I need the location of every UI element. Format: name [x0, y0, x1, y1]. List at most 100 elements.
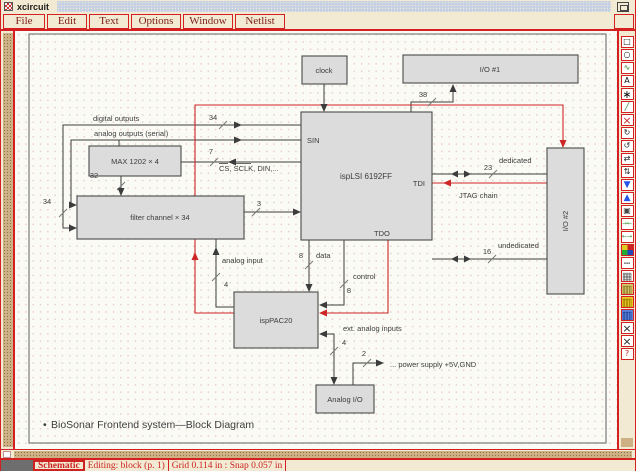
net-control: control	[353, 272, 376, 281]
block-clock[interactable]	[301, 55, 348, 85]
block-filter[interactable]	[76, 195, 245, 240]
block-max1202[interactable]	[88, 145, 182, 177]
x-tool-1-icon[interactable]: ×	[620, 322, 634, 334]
status-bar: Schematic Editing: block (p. 1) Grid 0.1…	[1, 458, 635, 471]
width-power: 2	[362, 349, 366, 358]
grid-snap-status: Grid 0.114 in : Snap 0.057 in	[169, 460, 287, 471]
status-gray-box	[1, 460, 33, 471]
vertical-scrollbar[interactable]	[1, 31, 15, 449]
block-io1[interactable]	[402, 54, 579, 84]
rotate-cw-tool-icon[interactable]: ↻	[620, 127, 634, 139]
library-1-icon[interactable]: ▥	[620, 283, 634, 295]
width-serial-ctl: 7	[209, 147, 213, 156]
join-tool-icon[interactable]: →←	[620, 218, 634, 230]
library-3-icon[interactable]: ▥	[620, 309, 634, 321]
net-dedicated: dedicated	[499, 156, 532, 165]
net-cs-sclk: CS, SCLK, DIN,...	[219, 164, 279, 173]
pop-hierarchy-tool-icon[interactable]: ▲	[620, 192, 634, 204]
spline-tool-icon[interactable]: ∿	[620, 62, 634, 74]
net-power-supply: ... power supply +5V,GND	[390, 360, 477, 369]
menu-netlist[interactable]: Netlist	[235, 13, 285, 29]
block-io2[interactable]	[546, 147, 585, 295]
net-jtag-chain: JTAG chain	[459, 191, 498, 200]
width-ext: 4	[342, 338, 346, 347]
menu-edit[interactable]: Edit	[47, 13, 87, 29]
jtag-wires	[194, 104, 564, 314]
delete-tool-icon[interactable]: ×	[620, 114, 634, 126]
window-title: xcircuit	[17, 1, 50, 12]
pin-tdi: TDI	[413, 179, 425, 188]
net-digital-outputs: digital outputs	[93, 114, 140, 123]
label-isplsi: ispLSI 6192FF	[340, 172, 392, 181]
width-digital: 34	[209, 113, 217, 122]
label-analog-io: Analog I/O	[327, 395, 363, 404]
label-io1: I/O #1	[480, 65, 500, 74]
title-bar: xcircuit	[1, 0, 635, 13]
border-style-tool-icon[interactable]: ┄	[620, 257, 634, 269]
unjoin-tool-icon[interactable]: ←→	[620, 231, 634, 243]
block-isplsi[interactable]	[300, 111, 433, 241]
schematic[interactable]: clock I/O #1 ispLSI 6192FF MAX 1202 × 4 …	[15, 31, 619, 449]
rotate-ccw-tool-icon[interactable]: ↺	[620, 140, 634, 152]
scrollbar-corner-box[interactable]	[3, 450, 11, 458]
arc-tool-icon[interactable]: ○	[620, 49, 634, 61]
width-data: 8	[299, 251, 303, 260]
toolbar: □○∿A∗╱×↻↺⇄⇅▼▲▣→←←→┄▦▥▥▥××?	[617, 31, 635, 449]
colors-tool-icon[interactable]	[620, 244, 634, 256]
arrowheads	[68, 84, 471, 385]
x-tool-2-icon[interactable]: ×	[620, 335, 634, 347]
window-icon[interactable]	[4, 2, 13, 11]
clone-tool-icon[interactable]: ▣	[620, 205, 634, 217]
title-bar-stipple[interactable]	[57, 1, 611, 12]
bus-ticks	[58, 97, 498, 368]
vertical-scrollbar-thumb[interactable]	[3, 33, 13, 447]
push-hierarchy-tool-icon[interactable]: ▼	[620, 179, 634, 191]
block-analog-io[interactable]	[315, 384, 375, 414]
menu-file[interactable]: File	[3, 13, 45, 29]
width-dedicated: 23	[484, 163, 492, 172]
label-io2: I/O #2	[561, 211, 570, 231]
menu-window[interactable]: Window	[183, 13, 233, 29]
menu-text[interactable]: Text	[89, 13, 129, 29]
width-undedicated: 16	[483, 247, 491, 256]
label-isppac: ispPAC20	[260, 316, 293, 325]
pin-tdo: TDO	[374, 229, 390, 238]
menu-bar: File Edit Text Options Window Netlist	[1, 13, 635, 31]
editing-status: Editing: block (p. 1)	[85, 460, 169, 471]
width-digital-left: 34	[43, 197, 51, 206]
pin-sin: SIN	[307, 136, 320, 145]
edit-tool-icon[interactable]: ╱	[620, 101, 634, 113]
net-ext-analog: ext. analog inputs	[343, 324, 402, 333]
page-frame	[28, 33, 607, 444]
width-filter-out: 3	[257, 199, 261, 208]
flip-horizontal-tool-icon[interactable]: ⇄	[620, 153, 634, 165]
menu-corner-box	[614, 13, 634, 29]
move-tool-icon[interactable]: ∗	[620, 88, 634, 100]
drawing-canvas[interactable]: clock I/O #1 ispLSI 6192FF MAX 1202 × 4 …	[14, 31, 619, 449]
flip-vertical-tool-icon[interactable]: ⇅	[620, 166, 634, 178]
label-filter: filter channel × 34	[130, 213, 189, 222]
net-undedicated: undedicated	[498, 241, 539, 250]
jtag-arrowheads	[191, 140, 567, 317]
net-data: data	[316, 251, 331, 260]
label-max1202: MAX 1202 × 4	[111, 157, 159, 166]
library-2-icon[interactable]: ▥	[620, 296, 634, 308]
horizontal-scrollbar[interactable]	[1, 449, 635, 458]
width-adc: 32	[90, 171, 98, 180]
toolbar-resize-corner[interactable]	[621, 438, 634, 447]
diagram-title: BioSonar Frontend system—Block Diagram	[51, 419, 254, 431]
menu-options[interactable]: Options	[131, 13, 181, 29]
horizontal-scrollbar-thumb[interactable]	[14, 450, 632, 458]
fill-style-tool-icon[interactable]: ▦	[620, 270, 634, 282]
width-control: 8	[347, 286, 351, 295]
block-isppac[interactable]	[233, 291, 319, 349]
box-tool-icon[interactable]: □	[620, 36, 634, 48]
width-io1: 38	[419, 90, 427, 99]
net-analog-input: analog input	[222, 256, 264, 265]
mode-button[interactable]: Schematic	[33, 460, 85, 471]
maximize-icon[interactable]	[617, 1, 629, 12]
label-clock: clock	[315, 66, 332, 75]
text-tool-icon[interactable]: A	[620, 75, 634, 87]
help-tool-icon[interactable]: ?	[620, 348, 634, 360]
